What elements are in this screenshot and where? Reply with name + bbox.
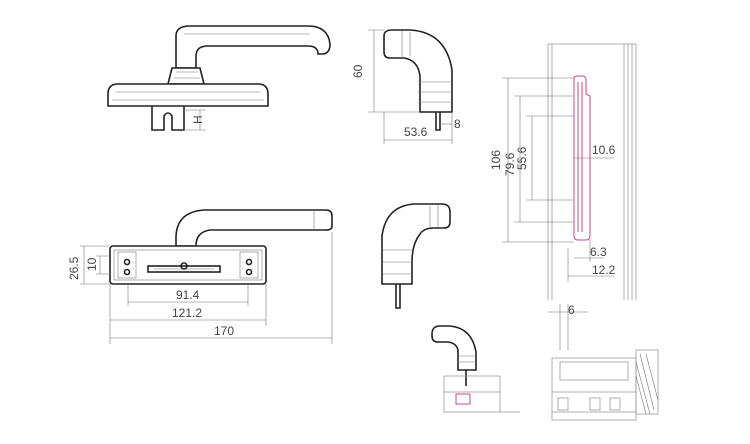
handle-plan-view: 26.5 10 91.4 121.2 170 [67,209,333,344]
dim-side-width: 53.6 [404,125,428,139]
dim-side-spindle: 8 [454,117,461,131]
dim-hole-spacing: 91.4 [176,288,200,302]
handle-side-view-2 [381,203,451,309]
dim-overall-length: 170 [214,324,234,338]
dim-bottom-gap: 6.3 [590,245,607,259]
handle-front-view: H [107,25,331,131]
profile-slot-view: 106 79.6 55.6 10.6 6.3 12.2 6 [489,43,637,350]
dim-slot-inner: 55.6 [515,146,529,170]
dim-slot-width: 10.6 [592,143,616,157]
dim-rail-depth: 12.2 [592,263,616,277]
dim-height-h: H [191,115,205,124]
dim-side-height: 60 [351,64,365,78]
dim-base-height: 26.5 [67,256,81,280]
dim-slot-height: 106 [489,150,503,170]
frame-section [551,349,659,421]
dim-base-inner: 10 [85,257,99,271]
installed-section-small [431,325,520,413]
dim-base-length: 121.2 [172,306,202,320]
dim-section-gap: 6 [568,303,575,317]
handle-side-view: 60 53.6 8 [351,29,461,144]
dim-slot-offset: 79.6 [503,152,517,176]
